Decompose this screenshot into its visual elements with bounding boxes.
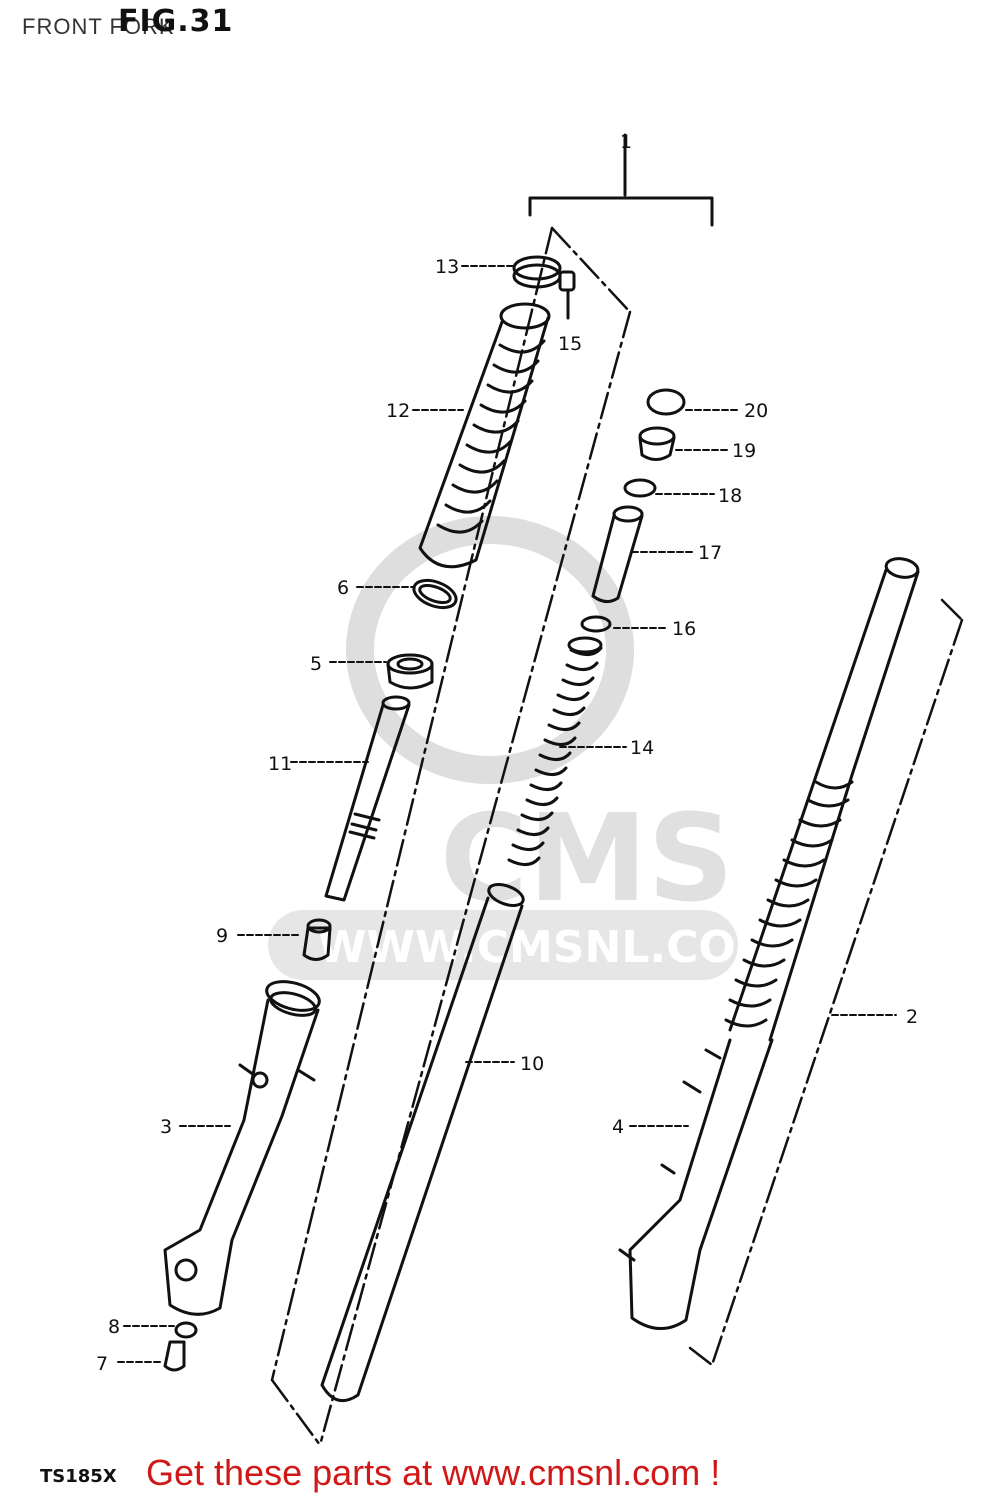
callout-1: 1 [620, 131, 632, 153]
callout-17: 17 [698, 542, 722, 564]
assembly-1-bracket [528, 133, 714, 227]
right-assembly-outline [688, 598, 964, 1367]
watermark: CMS WWW.CMSNL.COM [268, 516, 780, 980]
part-20-cap [646, 388, 686, 416]
part-7-bolt [163, 1340, 186, 1372]
callout-5: 5 [310, 653, 322, 675]
callout-2: 2 [906, 1006, 918, 1028]
callout-13: 13 [435, 256, 459, 278]
callout-3: 3 [160, 1116, 172, 1138]
part-6-oil-seal [412, 578, 458, 610]
part-17-spacer [591, 505, 644, 603]
callout-6: 6 [337, 577, 349, 599]
section-title: FRONT FORK [22, 14, 175, 39]
callout-18: 18 [718, 485, 742, 507]
part-14-fork-spring [507, 636, 603, 866]
callout-15: 15 [558, 333, 582, 355]
figure-label: FIG.31 [118, 4, 234, 39]
callout-19: 19 [732, 440, 756, 462]
part-10-inner-tube [320, 883, 525, 1403]
callout-16: 16 [672, 618, 696, 640]
callout-10: 10 [520, 1053, 544, 1075]
leader-lines [117, 265, 897, 1363]
watermark-mascot-outline [346, 516, 634, 784]
part-16-spring-seat [580, 615, 612, 633]
part-11-damper-rod [324, 695, 411, 902]
callout-14: 14 [630, 737, 654, 759]
watermark-brand: CMS [440, 790, 734, 929]
callout-20: 20 [744, 400, 768, 422]
watermark-url-band [268, 910, 738, 980]
left-assembly-outline [270, 226, 632, 1447]
part-8-gasket [174, 1321, 198, 1339]
callout-numbers: 1 2 3 4 5 6 7 8 9 10 11 12 13 14 15 16 1… [96, 131, 918, 1375]
watermark-url: WWW.CMSNL.COM [318, 922, 780, 973]
part-19-fork-cap-bolt [638, 426, 676, 461]
footer-cta-link[interactable]: Get these parts at www.cmsnl.com ! [146, 1452, 721, 1493]
part-12-fork-boot [418, 302, 551, 569]
callout-11: 11 [268, 753, 292, 775]
part-18-o-ring [623, 478, 657, 498]
part-2-right-fork-assembly [618, 557, 920, 1330]
part-5-bushing [386, 653, 434, 690]
callout-9: 9 [216, 925, 228, 947]
callout-12: 12 [386, 400, 410, 422]
model-code: TS185X [40, 1466, 117, 1487]
callout-4: 4 [612, 1116, 624, 1138]
part-3-outer-tube-left [163, 980, 321, 1316]
part-9-oil-lock-piece [302, 918, 332, 961]
callout-8: 8 [108, 1316, 120, 1338]
callout-7: 7 [96, 1353, 108, 1375]
